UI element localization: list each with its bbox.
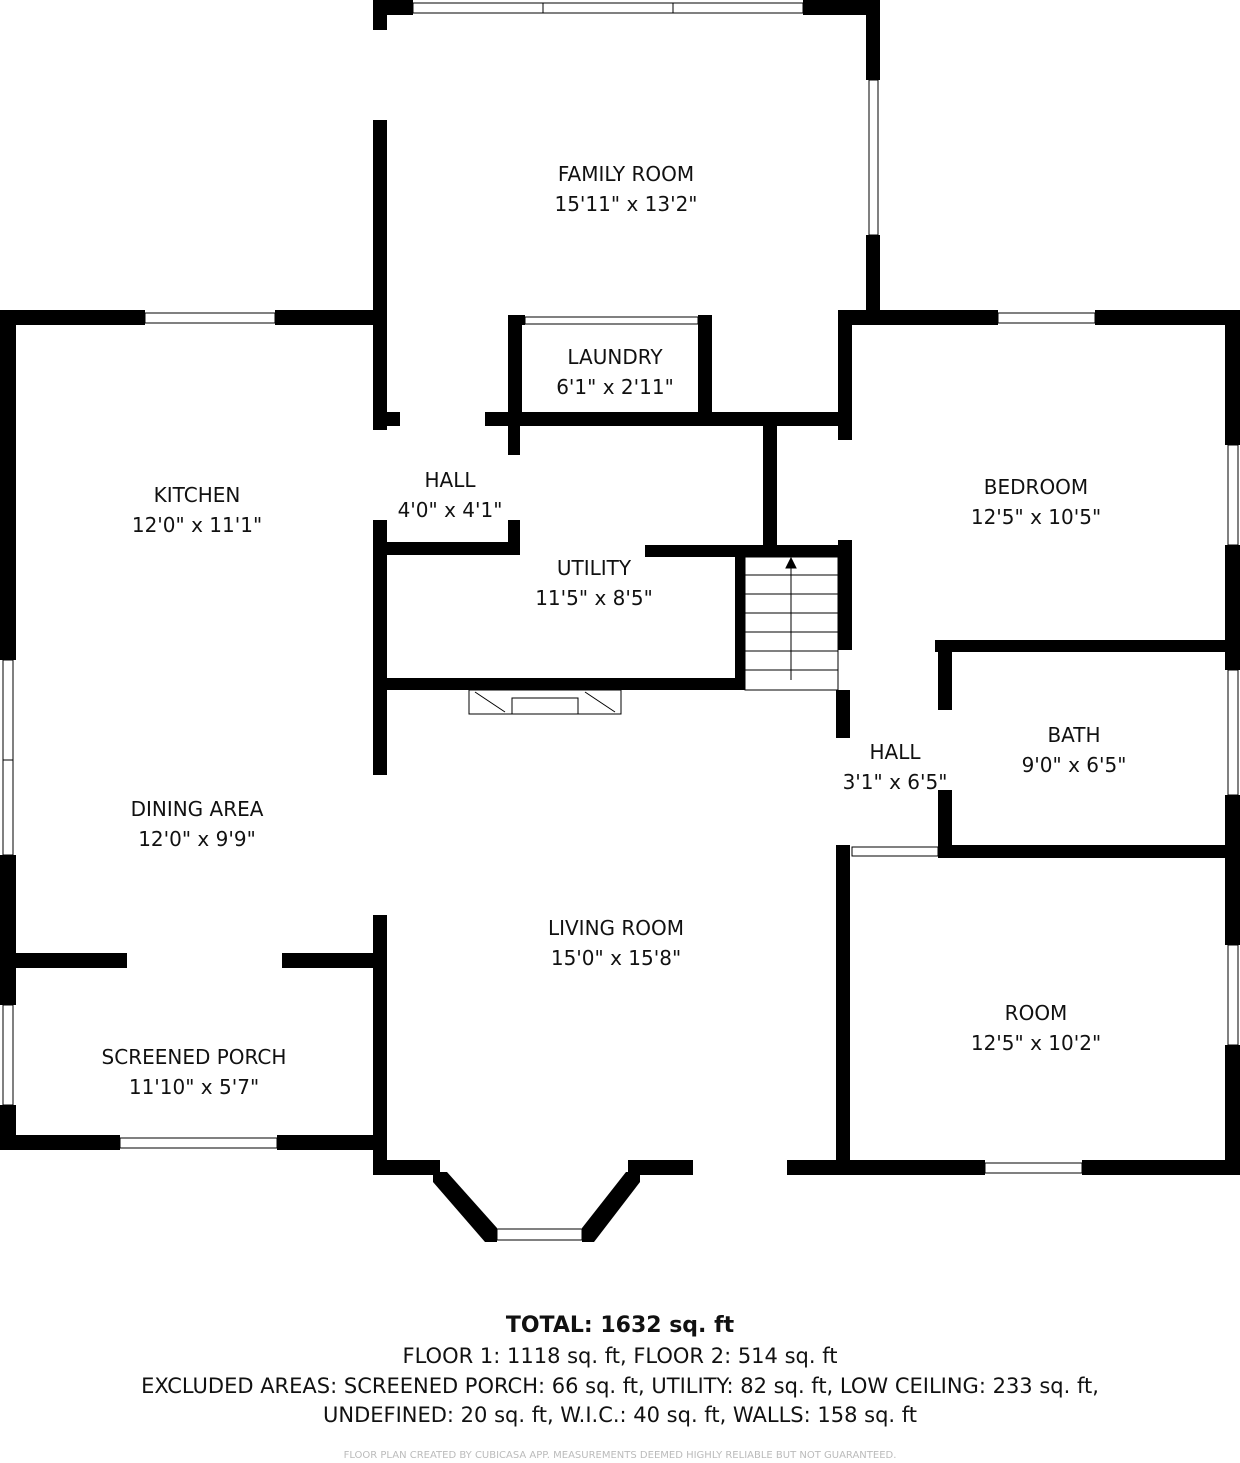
room-bath: BATH 9'0" x 6'5" <box>1022 720 1127 780</box>
room-size: 12'0" x 9'9" <box>138 827 256 851</box>
credit-note: FLOOR PLAN CREATED BY CUBICASA APP. MEAS… <box>343 1450 897 1461</box>
room-size: 3'1" x 6'5" <box>842 770 948 794</box>
room-family-room: FAMILY ROOM 15'11" x 13'2" <box>554 159 697 219</box>
room-screened-porch: SCREENED PORCH 11'10" x 5'7" <box>102 1042 287 1102</box>
room-name: ROOM <box>1004 1001 1068 1025</box>
room-size: 15'11" x 13'2" <box>554 192 698 216</box>
room-name: KITCHEN <box>153 483 241 507</box>
excluded-areas-line-2: UNDEFINED: 20 sq. ft, W.I.C.: 40 sq. ft,… <box>322 1403 918 1427</box>
room-laundry: LAUNDRY 6'1" x 2'11" <box>556 342 674 402</box>
room-name: HALL <box>869 740 921 764</box>
room-name: DINING AREA <box>130 797 264 821</box>
room-living-room: LIVING ROOM 15'0" x 15'8" <box>548 913 684 973</box>
room-hall-1: HALL 4'0" x 4'1" <box>398 465 503 525</box>
walls <box>0 0 1240 1242</box>
room-size: 12'5" x 10'5" <box>970 505 1102 529</box>
room-utility: UTILITY 11'5" x 8'5" <box>535 553 653 613</box>
floor-plan <box>0 0 1240 1242</box>
room-name: BEDROOM <box>983 475 1089 499</box>
room-name: HALL <box>424 468 476 492</box>
total-area: TOTAL: 1632 sq. ft <box>505 1313 735 1338</box>
room-dining-area: DINING AREA 12'0" x 9'9" <box>131 794 264 854</box>
windows <box>2 2 1239 1241</box>
room-size: 6'1" x 2'11" <box>556 375 674 399</box>
fireplace <box>468 689 622 715</box>
room-size: 9'0" x 6'5" <box>1021 753 1127 777</box>
stairs <box>744 556 839 691</box>
room-size: 11'5" x 8'5" <box>535 586 653 610</box>
room-size: 15'0" x 15'8" <box>550 946 682 970</box>
room-hall-2: HALL 3'1" x 6'5" <box>843 737 948 797</box>
room-name: LAUNDRY <box>567 345 663 369</box>
room-name: FAMILY ROOM <box>557 162 695 186</box>
room-name: SCREENED PORCH <box>101 1045 287 1069</box>
room-name: UTILITY <box>556 556 632 580</box>
room-room: ROOM 12'5" x 10'2" <box>971 998 1101 1058</box>
room-kitchen: KITCHEN 12'0" x 11'1" <box>132 480 262 540</box>
floor-areas: FLOOR 1: 1118 sq. ft, FLOOR 2: 514 sq. f… <box>402 1344 838 1368</box>
room-name: LIVING ROOM <box>547 916 685 940</box>
room-size: 12'0" x 11'1" <box>131 513 263 537</box>
room-size: 4'0" x 4'1" <box>397 498 503 522</box>
room-size: 11'10" x 5'7" <box>128 1075 260 1099</box>
room-size: 12'5" x 10'2" <box>970 1031 1102 1055</box>
excluded-areas-line-1: EXCLUDED AREAS: SCREENED PORCH: 66 sq. f… <box>141 1374 1099 1398</box>
room-bedroom: BEDROOM 12'5" x 10'5" <box>971 472 1101 532</box>
room-name: BATH <box>1047 723 1101 747</box>
